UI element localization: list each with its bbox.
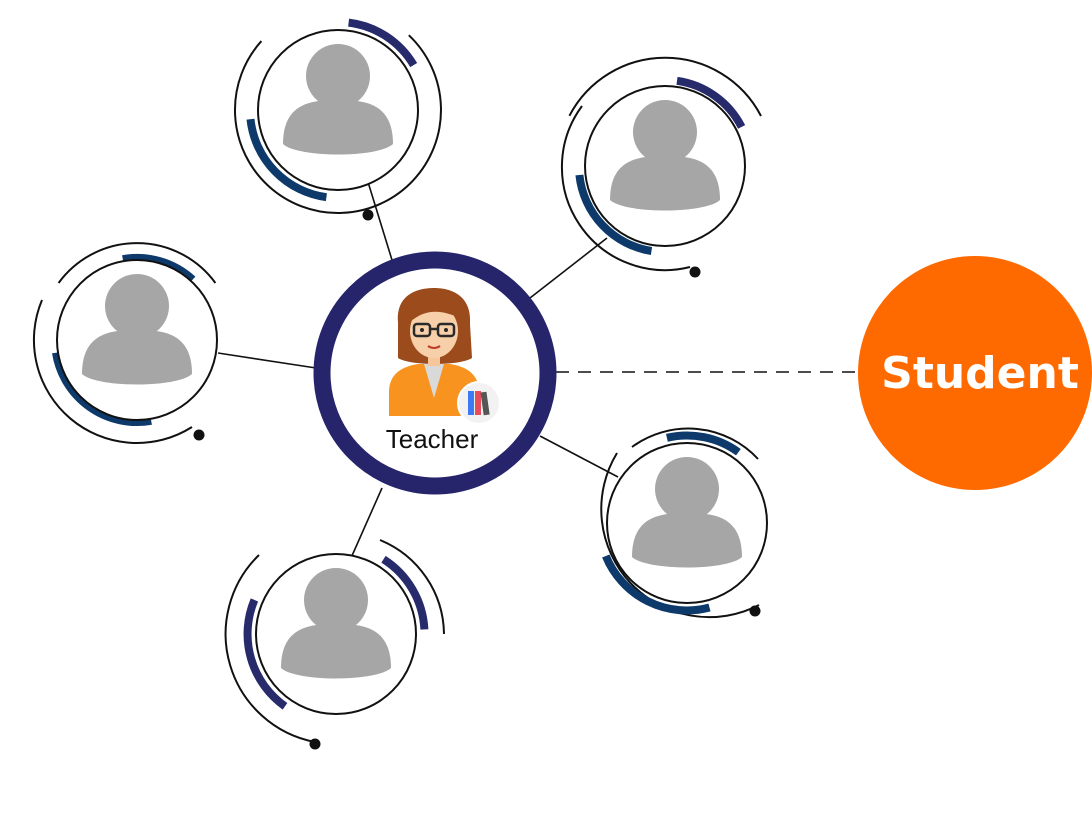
student-node: Student — [858, 256, 1092, 490]
user-node-bottom-left — [224, 539, 445, 750]
connector-left — [217, 352, 317, 369]
endpoint-dot — [689, 266, 701, 278]
accent-arc — [665, 431, 741, 456]
accent-arc — [381, 555, 429, 630]
outer-arc — [233, 34, 442, 214]
accent-arc — [676, 76, 746, 129]
connector-bottom-left — [350, 487, 383, 559]
outer-arc — [32, 299, 193, 444]
connector-lines — [217, 181, 860, 559]
endpoint-dot — [362, 209, 374, 221]
accent-arc — [575, 174, 653, 255]
accent-arc — [243, 598, 288, 710]
teacher-icon — [389, 288, 501, 425]
teacher-label: Teacher — [386, 424, 479, 454]
accent-arc — [122, 253, 196, 283]
outer-arc — [224, 554, 316, 743]
teacher-hub: Teacher — [313, 251, 557, 495]
outer-arc — [560, 105, 691, 272]
connector-top-left — [367, 181, 393, 261]
accent-arc — [52, 352, 152, 427]
outer-arc — [57, 242, 217, 284]
student-circle — [858, 256, 1092, 490]
connector-top-right — [529, 237, 608, 299]
accent-arc — [602, 554, 711, 615]
outer-arc — [568, 56, 762, 117]
connector-bottom-right — [539, 435, 619, 478]
student-label: Student — [881, 348, 1079, 399]
user-node-top-right — [560, 56, 762, 278]
endpoint-dot — [749, 605, 761, 617]
accent-arc — [246, 118, 327, 202]
outer-arc — [600, 452, 760, 619]
user-node-left — [32, 242, 218, 444]
outer-arc — [631, 427, 759, 460]
endpoint-dot — [193, 429, 205, 441]
user-node-bottom-right — [600, 427, 768, 619]
outer-arc — [379, 539, 445, 635]
accent-arc — [348, 18, 418, 68]
endpoint-dot — [309, 738, 321, 750]
user-node-top-left — [233, 18, 442, 221]
